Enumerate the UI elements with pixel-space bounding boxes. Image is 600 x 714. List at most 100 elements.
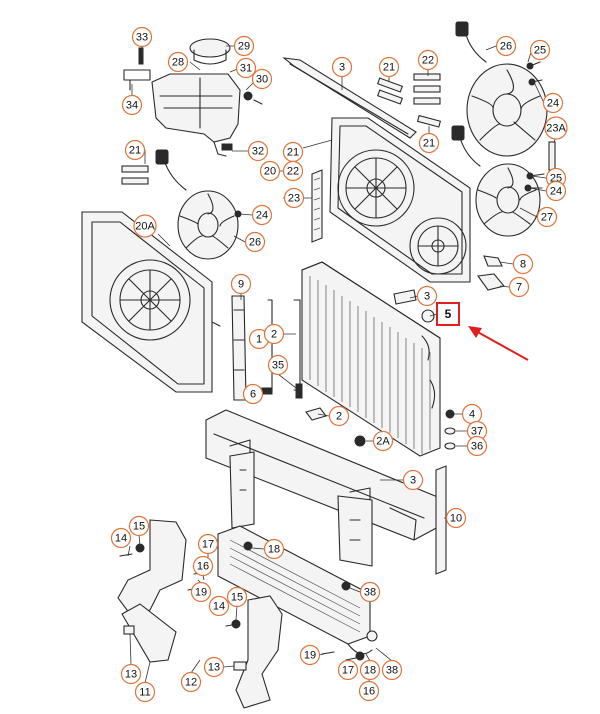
callout-24c[interactable]: 24 [251, 204, 273, 226]
callout-21b[interactable]: 21 [418, 132, 440, 154]
callout-ring [134, 681, 156, 703]
callout-20[interactable]: 20 [259, 160, 281, 182]
callout-16b[interactable]: 16 [358, 680, 380, 702]
callout-ring [190, 581, 212, 603]
callout-26b[interactable]: 26 [244, 231, 266, 253]
callout-6[interactable]: 6 [242, 383, 264, 405]
callout-36[interactable]: 36 [466, 435, 488, 457]
callout-25a[interactable]: 25 [529, 39, 551, 61]
callout-number: 17 [202, 539, 214, 551]
callout-number: 34 [126, 100, 138, 112]
foam-pads [121, 73, 442, 243]
callout-number: 13 [208, 662, 220, 674]
callout-21c[interactable]: 21 [282, 141, 304, 163]
callout-number: 12 [185, 677, 197, 689]
callout-ring [508, 276, 530, 298]
callout-13a[interactable]: 13 [120, 663, 142, 685]
callout-ring [337, 659, 359, 681]
callout-number: 37 [471, 426, 483, 438]
callout-ring [283, 187, 305, 209]
callout-ring [233, 35, 255, 57]
callout-33[interactable]: 33 [131, 26, 153, 48]
callout-27[interactable]: 27 [536, 206, 558, 228]
callout-number: 30 [256, 74, 268, 86]
callout-ring [230, 273, 252, 295]
callout-35[interactable]: 35 [267, 354, 289, 376]
electric-fan-large [455, 21, 548, 157]
callout-12[interactable]: 12 [180, 671, 202, 693]
highlighted-part-callout[interactable]: 5 [429, 302, 460, 326]
callout-number: 4 [469, 409, 475, 421]
callout-17b[interactable]: 17 [337, 659, 359, 681]
callout-14a[interactable]: 14 [110, 527, 132, 549]
callout-21a[interactable]: 21 [378, 56, 400, 78]
callout-19b[interactable]: 19 [299, 644, 321, 666]
callout-21d[interactable]: 21 [124, 139, 146, 161]
callout-7[interactable]: 7 [508, 276, 530, 298]
callout-22b[interactable]: 22 [282, 160, 304, 182]
callout-3c[interactable]: 3 [402, 469, 424, 491]
callout-14b[interactable]: 14 [208, 595, 230, 617]
callout-34[interactable]: 34 [121, 94, 143, 116]
callout-24a[interactable]: 24 [542, 92, 564, 114]
callout-number: 6 [250, 389, 256, 401]
reservoir-bracket [123, 47, 151, 91]
callout-number: 27 [541, 212, 553, 224]
callout-number: 20 [264, 166, 276, 178]
callout-number: 36 [471, 441, 483, 453]
callout-31[interactable]: 31 [235, 57, 257, 79]
callout-ring [466, 435, 488, 457]
callout-ring [529, 39, 551, 61]
top-seal-strip [282, 57, 417, 139]
callout-26a[interactable]: 26 [495, 35, 517, 57]
mounting-hardware-mid [261, 255, 505, 450]
callout-24b[interactable]: 24 [545, 180, 567, 202]
callout-ring [381, 659, 403, 681]
callout-3b[interactable]: 3 [416, 285, 438, 307]
callout-2b[interactable]: 2 [328, 405, 350, 427]
callout-11[interactable]: 11 [134, 681, 156, 703]
callout-23[interactable]: 23 [283, 187, 305, 209]
callout-ring [331, 56, 353, 78]
callout-number: 3 [339, 62, 345, 74]
callout-23A[interactable]: 23A [544, 116, 568, 140]
callout-30[interactable]: 30 [251, 68, 273, 90]
callout-17a[interactable]: 17 [197, 533, 219, 555]
callout-19a[interactable]: 19 [190, 581, 212, 603]
callout-18a[interactable]: 18 [263, 538, 285, 560]
callout-13b[interactable]: 13 [203, 656, 225, 678]
callout-22a[interactable]: 22 [417, 49, 439, 71]
callout-28[interactable]: 28 [167, 51, 189, 73]
callout-38b[interactable]: 38 [381, 659, 403, 681]
callout-ring [263, 538, 285, 560]
callout-4[interactable]: 4 [461, 403, 483, 425]
callout-20A[interactable]: 20A [133, 214, 157, 238]
callout-number: 2 [271, 329, 277, 341]
callout-10[interactable]: 10 [445, 507, 467, 529]
callout-18b[interactable]: 18 [359, 659, 381, 681]
callout-16a[interactable]: 16 [192, 555, 214, 577]
callout-2A[interactable]: 2A [372, 430, 394, 452]
callout-29[interactable]: 29 [233, 35, 255, 57]
callout-15b[interactable]: 15 [226, 586, 248, 608]
callout-38a[interactable]: 38 [359, 581, 381, 603]
callout-number: 24 [256, 210, 268, 222]
callout-ring [120, 663, 142, 685]
callout-9[interactable]: 9 [230, 273, 252, 295]
callout-number: 1 [256, 334, 262, 346]
callout-32[interactable]: 32 [247, 140, 269, 162]
callout-15a[interactable]: 15 [128, 515, 150, 537]
callout-number: 16 [363, 686, 375, 698]
callout-3a[interactable]: 3 [331, 56, 353, 78]
callout-ring [417, 49, 439, 71]
callout-number: 15 [133, 521, 145, 533]
callout-ring [359, 581, 381, 603]
callout-number: 38 [386, 665, 398, 677]
electric-fan-left [155, 149, 242, 260]
callout-8[interactable]: 8 [512, 253, 534, 275]
red-arrow [468, 326, 529, 361]
callout-2a[interactable]: 2 [263, 323, 285, 345]
fan-bolts-right [524, 61, 556, 192]
